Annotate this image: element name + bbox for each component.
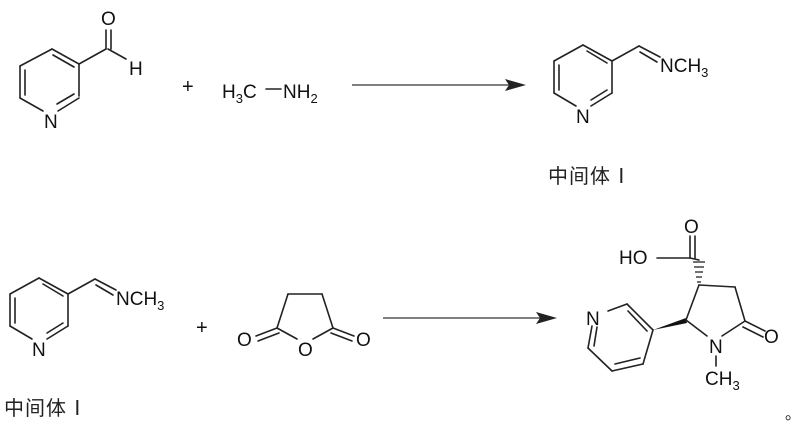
- atom-O: O: [101, 9, 116, 30]
- svg-text:CH3: CH3: [705, 369, 740, 393]
- intermediate-1-reactant-structure: N NCH3: [9, 277, 164, 361]
- reaction-arrow-2: [383, 312, 557, 324]
- svg-text:O: O: [237, 330, 252, 351]
- svg-text:O: O: [356, 330, 371, 351]
- svg-text:N: N: [576, 107, 590, 128]
- svg-text:NCH3: NCH3: [660, 56, 708, 80]
- intermediate-1-label-top: 中间体 I: [548, 164, 626, 188]
- svg-text:O: O: [298, 340, 313, 361]
- plus-sign-1: +: [182, 76, 194, 98]
- svg-text:NH2: NH2: [283, 82, 318, 106]
- intermediate-1-label-bottom: 中间体 I: [4, 396, 82, 420]
- nicotinaldehyde-structure: N O H: [19, 9, 143, 133]
- succinic-anhydride-structure: O O O: [237, 293, 371, 361]
- svg-text:N: N: [586, 309, 600, 330]
- final-product-structure: HO O N N O CH3: [586, 217, 779, 393]
- atom-H: H: [129, 59, 143, 80]
- plus-sign-2: +: [196, 317, 208, 339]
- svg-text:O: O: [684, 217, 699, 238]
- end-period: 。: [785, 404, 800, 423]
- reaction-arrow-1: [352, 79, 526, 91]
- svg-text:N: N: [32, 340, 46, 361]
- svg-text:H3C: H3C: [222, 82, 257, 106]
- svg-text:NCH3: NCH3: [116, 289, 164, 313]
- svg-text:O: O: [764, 327, 779, 348]
- atom-N: N: [44, 112, 58, 133]
- methylamine-structure: H3C NH2: [222, 82, 318, 106]
- svg-text:N: N: [709, 337, 723, 358]
- svg-text:HO: HO: [619, 248, 648, 269]
- intermediate-1-structure: N NCH3: [553, 44, 708, 128]
